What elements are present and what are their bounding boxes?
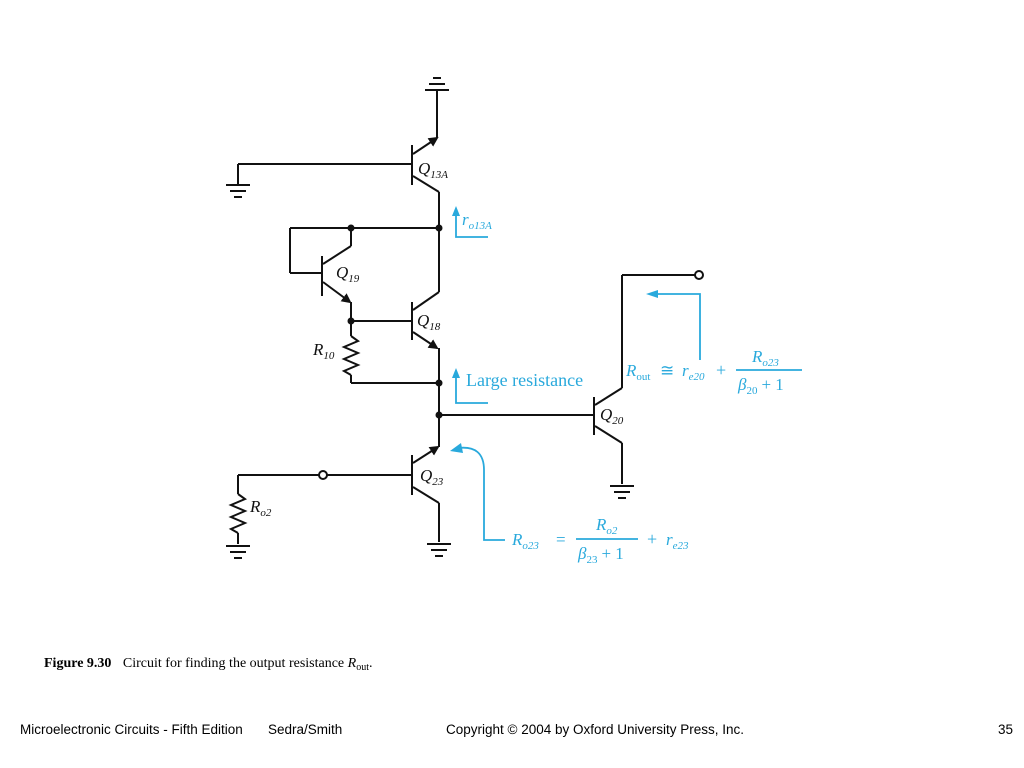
base-terminal xyxy=(318,470,328,480)
footer-copyright: Copyright © 2004 by Oxford University Pr… xyxy=(446,722,745,737)
rout-equation: Rout ≅ re20 + Ro23 β20+ 1 xyxy=(625,347,802,397)
label-large-resistance: Large resistance xyxy=(466,370,583,390)
ro23-lhs: Ro23 xyxy=(511,530,539,552)
top-ground-symbol xyxy=(425,77,449,138)
rout-arrow xyxy=(646,290,701,360)
ro23-equals: = xyxy=(556,530,566,549)
figure-number: Figure 9.30 xyxy=(44,656,112,671)
rout-re20: re20 xyxy=(682,361,705,383)
circuit-diagram: Q13A Q19 Q18 R10 Q20 Q23 Ro2 ro13A Large… xyxy=(226,77,802,566)
transistor-q13a xyxy=(238,136,440,228)
rout-numerator: Ro23 xyxy=(751,347,779,369)
q20-ground-symbol xyxy=(610,485,634,499)
rout-denominator: β20+ 1 xyxy=(737,375,784,397)
label-q19: Q19 xyxy=(336,263,360,285)
left-ground-symbol xyxy=(226,164,250,198)
caption-period: . xyxy=(368,656,373,671)
label-r10: R10 xyxy=(312,340,335,362)
footer-authors: Sedra/Smith xyxy=(268,722,343,737)
junction-node xyxy=(435,379,443,387)
resistor-ro2 xyxy=(226,475,250,559)
ro13a-arrow xyxy=(452,206,488,238)
footer-page-number: 35 xyxy=(998,722,1014,737)
label-ro13a: ro13A xyxy=(462,210,492,232)
resistor-r10 xyxy=(341,321,439,384)
caption-symbol-subscript: out xyxy=(356,662,369,673)
transistor-q20 xyxy=(593,270,704,484)
rout-approx: ≅ xyxy=(660,361,674,380)
ro23-denominator: β23+ 1 xyxy=(577,544,624,566)
caption-text: Circuit for finding the output resistanc… xyxy=(122,656,345,671)
label-q20: Q20 xyxy=(600,405,624,427)
rout-lhs: Rout xyxy=(625,361,650,383)
label-q18: Q18 xyxy=(417,311,441,333)
label-ro2: Ro2 xyxy=(249,497,272,519)
label-q13a: Q13A xyxy=(418,159,448,181)
ro23-numerator: Ro2 xyxy=(595,515,618,537)
rout-plus: + xyxy=(716,360,726,380)
footer-book-title: Microelectronic Circuits - Fifth Edition xyxy=(20,722,243,737)
ro23-re23: re23 xyxy=(666,530,689,552)
caption-symbol: R xyxy=(347,656,357,671)
ro23-equation: Ro23 = Ro2 β23+ 1 + re23 xyxy=(511,515,689,566)
large-resistance-arrow xyxy=(452,368,488,404)
q23-ground-symbol xyxy=(427,543,451,557)
label-q23: Q23 xyxy=(420,466,444,488)
figure-caption: Figure 9.30 Circuit for finding the outp… xyxy=(44,656,372,673)
output-terminal xyxy=(694,270,704,280)
transistor-q23 xyxy=(238,415,440,542)
ro23-arrow xyxy=(450,443,505,541)
ro23-plus: + xyxy=(647,529,657,549)
